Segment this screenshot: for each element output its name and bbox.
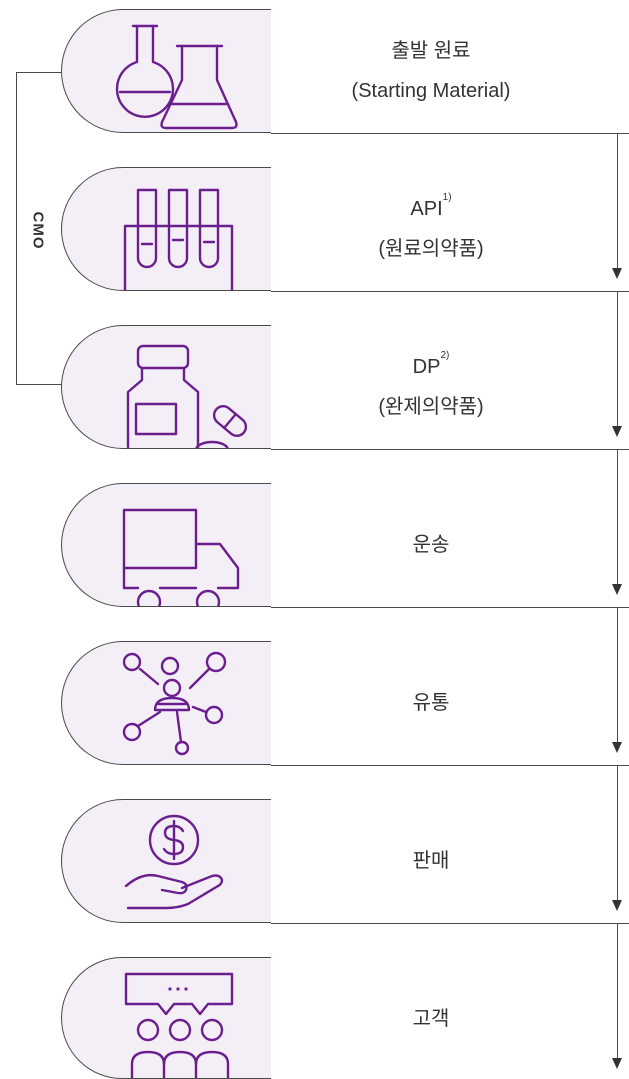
- row-divider: [271, 765, 629, 766]
- down-arrow-icon: [612, 584, 622, 595]
- down-arrow-icon: [612, 1058, 622, 1069]
- cmo-bracket: [16, 72, 61, 385]
- step-label: 판매: [271, 841, 591, 881]
- step-label: 유통: [271, 683, 591, 723]
- step-title: DP: [412, 356, 441, 378]
- down-arrow-icon: [612, 742, 622, 753]
- step-label: 출발 원료 (Starting Material): [271, 31, 591, 111]
- step-label: 운송: [271, 525, 591, 565]
- customers-icon: [124, 972, 234, 1078]
- step-customer: [61, 957, 271, 1079]
- truck-icon: [122, 508, 240, 606]
- row-divider: [271, 133, 629, 134]
- down-arrow-icon: [612, 426, 622, 437]
- step-subtitle: (Starting Material): [351, 80, 511, 102]
- flow-line: [617, 449, 618, 584]
- footnote-mark: 1): [442, 192, 452, 203]
- flow-line: [617, 291, 618, 426]
- flow-line: [617, 133, 618, 268]
- cmo-label-wrap: CMO: [27, 208, 49, 252]
- cmo-label: CMO: [29, 211, 47, 249]
- step-subtitle: (원료의약품): [378, 238, 484, 260]
- flask-icon: [115, 24, 238, 130]
- step-transport: [61, 483, 271, 607]
- step-title: 유통: [412, 692, 450, 714]
- step-sales: [61, 799, 271, 923]
- dollar-hand-icon: [124, 814, 224, 910]
- step-title: 판매: [412, 850, 450, 872]
- flow-line: [617, 607, 618, 742]
- step-subtitle: (완제의약품): [378, 396, 484, 418]
- step-label: 고객: [271, 999, 591, 1039]
- row-divider: [271, 449, 629, 450]
- test-tubes-icon: [123, 188, 234, 290]
- medicine-bottle-icon: [126, 344, 248, 448]
- step-distribution: [61, 641, 271, 765]
- step-title: 운송: [412, 534, 450, 556]
- row-divider: [271, 923, 629, 924]
- flow-line: [617, 923, 618, 1058]
- step-title: 고객: [412, 1008, 450, 1030]
- row-divider: [271, 607, 629, 608]
- step-starting-material: [61, 9, 271, 133]
- step-title: 출발 원료: [391, 40, 471, 62]
- step-label: API1) (원료의약품): [271, 189, 591, 269]
- step-label: DP2) (완제의약품): [271, 347, 591, 427]
- row-divider: [271, 291, 629, 292]
- step-dp: [61, 325, 271, 449]
- step-api: [61, 167, 271, 291]
- down-arrow-icon: [612, 268, 622, 279]
- down-arrow-icon: [612, 900, 622, 911]
- flow-line: [617, 765, 618, 900]
- network-icon: [122, 651, 227, 756]
- step-title: API: [410, 198, 443, 220]
- footnote-mark: 2): [440, 350, 450, 361]
